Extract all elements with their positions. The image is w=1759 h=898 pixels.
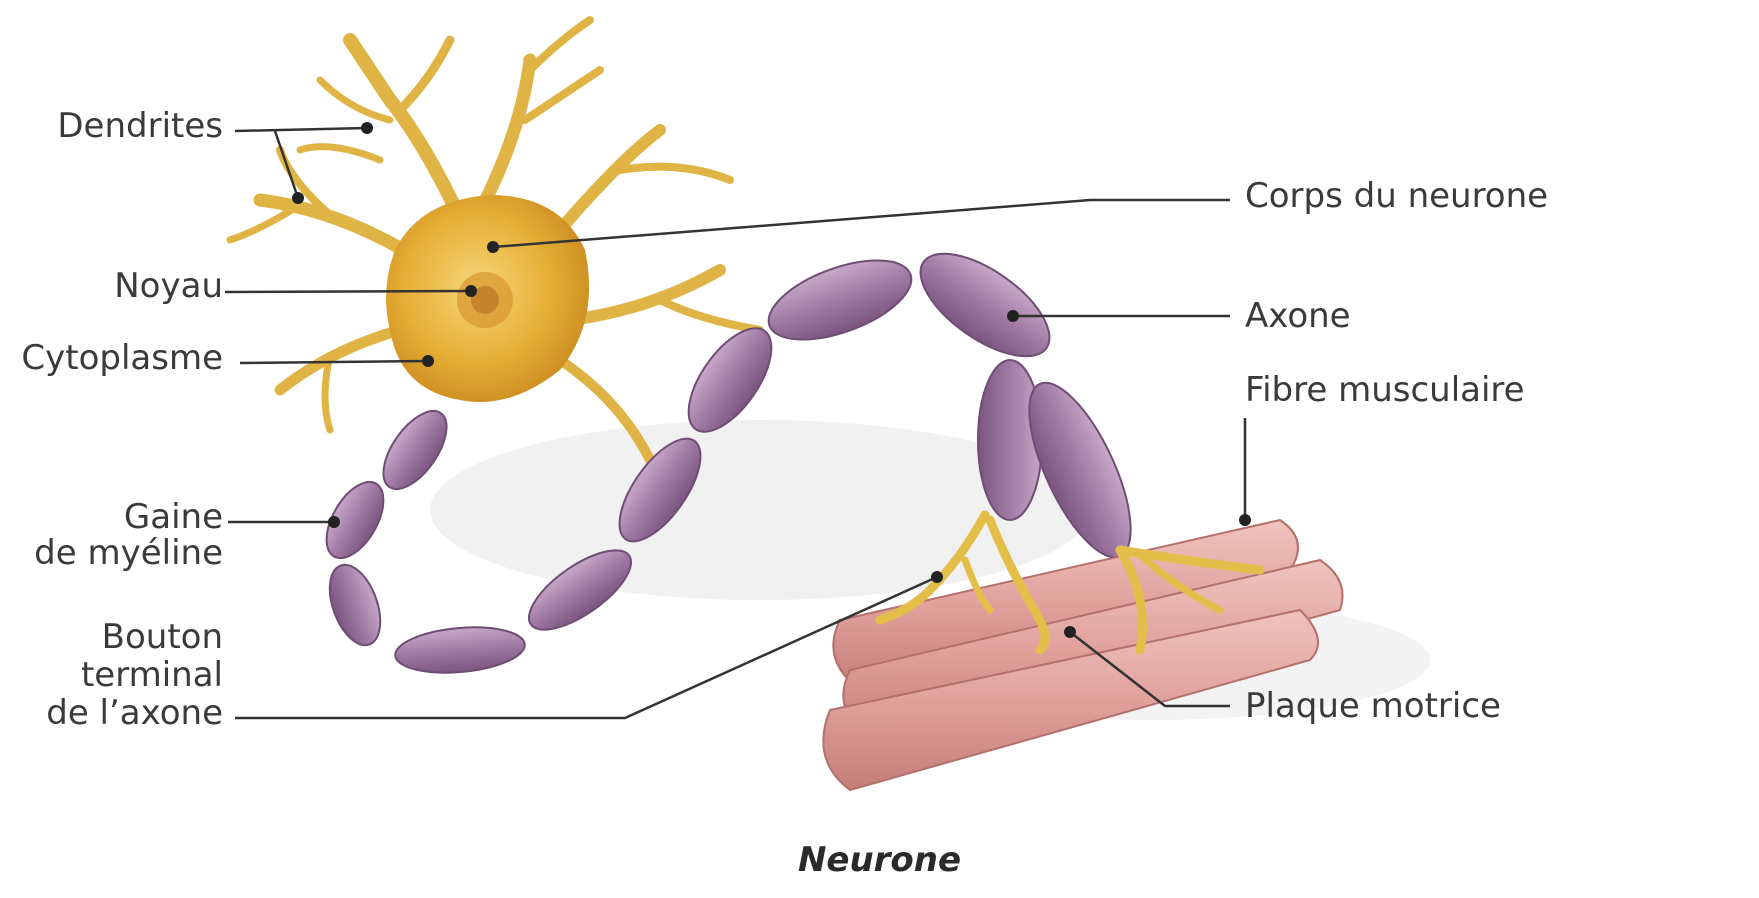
label-axone: Axone <box>1245 296 1351 336</box>
label-fibre: Fibre musculaire <box>1245 370 1525 410</box>
leader-dendrites-a <box>235 128 367 131</box>
label-dendrites: Dendrites <box>57 106 223 146</box>
leader-dendrites-b <box>275 131 298 198</box>
leader-cytoplasme <box>240 361 428 363</box>
label-gaine-2: de myéline <box>34 533 223 573</box>
label-cytoplasme: Cytoplasme <box>21 338 223 378</box>
label-bouton-2: terminal <box>81 655 223 695</box>
label-plaque: Plaque motrice <box>1245 686 1501 726</box>
cell-body <box>386 195 589 402</box>
label-gaine-1: Gaine <box>124 497 223 537</box>
leader-corps <box>493 200 1230 247</box>
leader-noyau <box>225 291 471 292</box>
label-bouton-3: de l’axone <box>46 693 223 733</box>
label-corps: Corps du neurone <box>1245 176 1548 216</box>
label-noyau: Noyau <box>114 266 223 306</box>
diagram-title: Neurone <box>0 840 1759 880</box>
label-bouton-1: Bouton <box>102 617 223 657</box>
